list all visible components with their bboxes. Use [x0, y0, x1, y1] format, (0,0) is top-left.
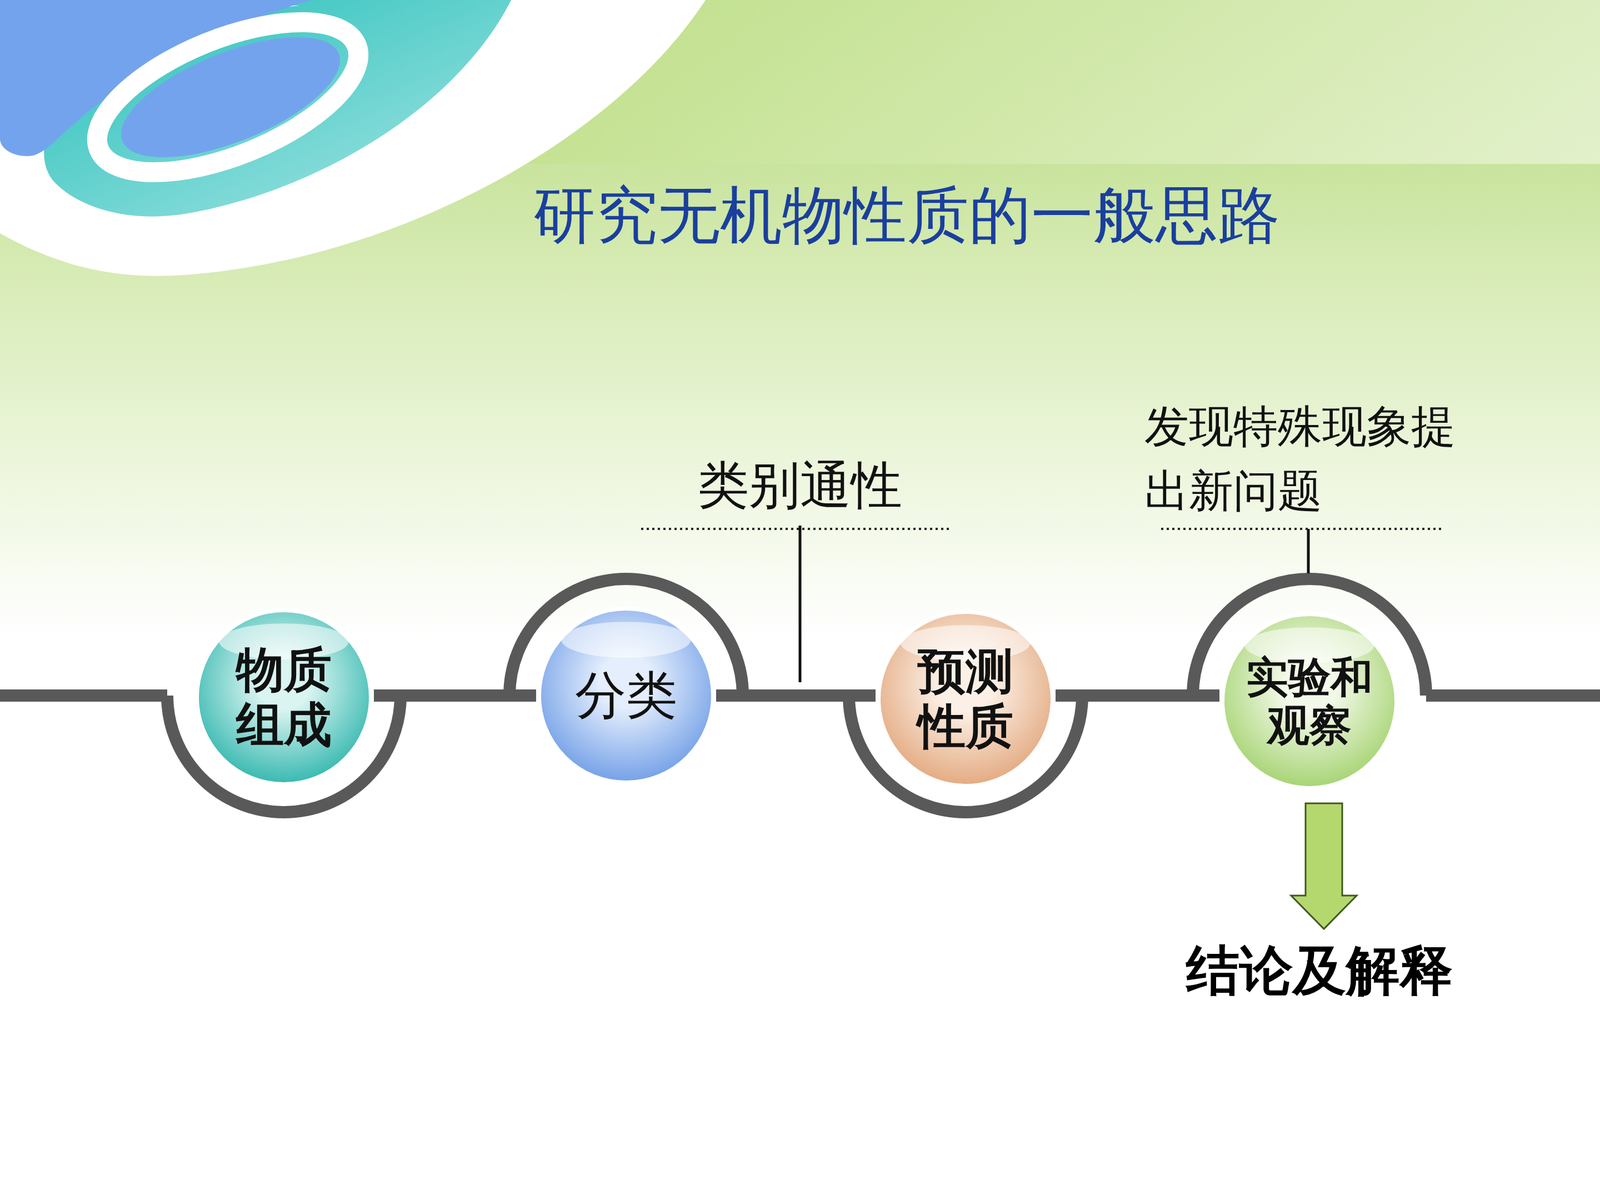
circle-fill — [538, 608, 714, 783]
node-label: 物质组成 — [231, 642, 337, 753]
track-connector — [716, 695, 876, 697]
circle-node: 物质组成 — [193, 607, 374, 788]
leader-line — [1307, 528, 1310, 574]
annotation: 类别通性 — [697, 448, 903, 523]
circle-fill — [196, 610, 372, 785]
circle-node: 实验和观察 — [1219, 611, 1400, 792]
node-label: 实验和观察 — [1243, 652, 1375, 750]
dotted-rule — [1161, 527, 1443, 530]
track — [1426, 689, 1600, 702]
node-label: 分类 — [549, 666, 703, 725]
annotation: 发现特殊现象提出新问题 — [1144, 394, 1463, 524]
down-arrow — [1291, 803, 1357, 929]
circle-fill — [878, 611, 1053, 787]
track-connector — [373, 695, 537, 697]
circle-node: 分类 — [536, 605, 717, 786]
title: 研究无机物性质的一般思路 — [533, 177, 1280, 253]
annotation: 结论及解释 — [1186, 932, 1453, 1010]
track-connector — [1055, 695, 1220, 697]
circle-fill — [1222, 613, 1397, 789]
gloss — [561, 621, 691, 658]
node-label: 预测性质 — [912, 643, 1018, 754]
dotted-rule — [641, 527, 952, 530]
leader-line — [798, 525, 802, 683]
circle-node: 预测性质 — [875, 608, 1056, 789]
white-oval — [77, 0, 379, 204]
track — [0, 689, 168, 702]
